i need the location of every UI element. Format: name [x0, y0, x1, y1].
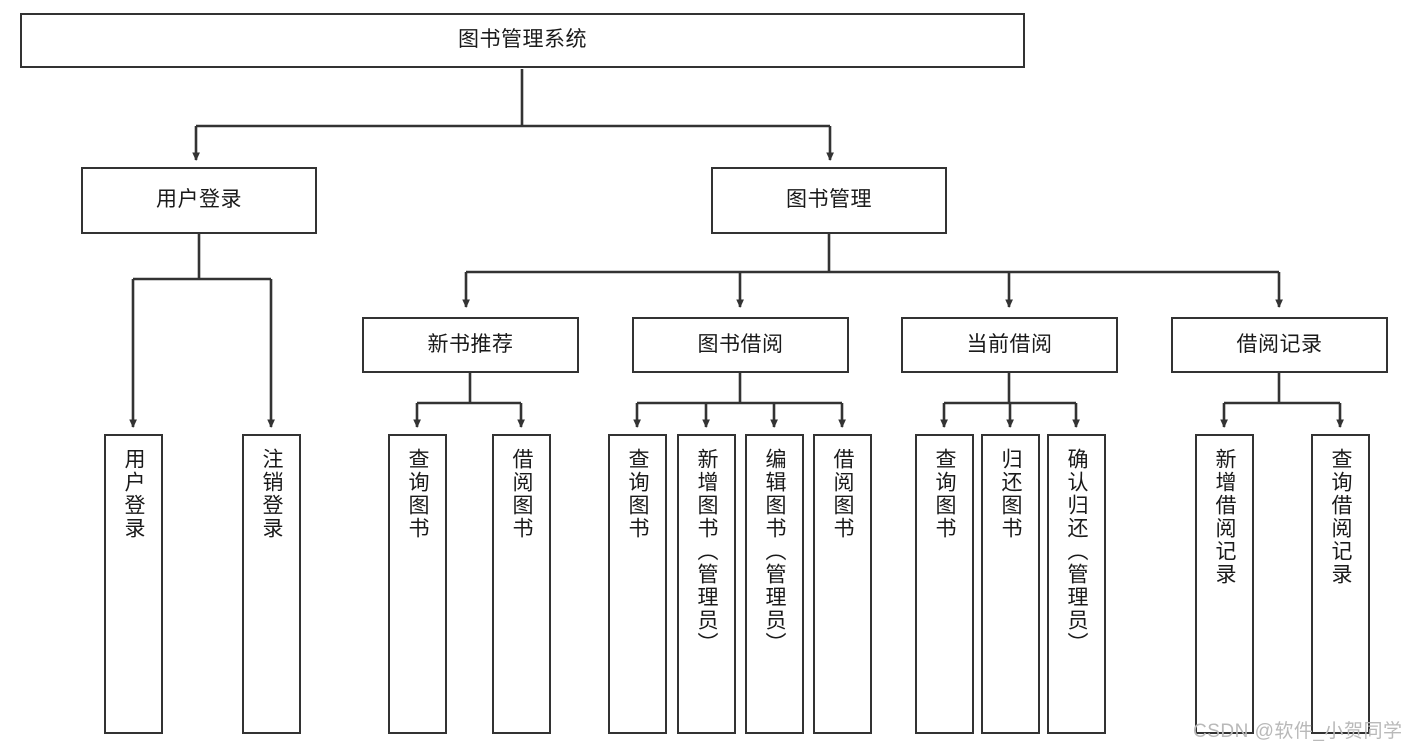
node-borrow-record[interactable]: 借阅记录	[1171, 317, 1388, 373]
node-leaf-record-add-label: 新增借阅记录	[1213, 448, 1236, 586]
node-leaf-recommend-query-book-label: 查询图书	[406, 448, 429, 540]
node-leaf-borrow-edit-book-label: 编辑图书（管理员）	[763, 448, 786, 655]
node-user-login[interactable]: 用户登录	[81, 167, 317, 234]
node-root[interactable]: 图书管理系统	[20, 13, 1025, 68]
node-borrow-record-label: 借阅记录	[1236, 332, 1323, 356]
node-leaf-borrow-query-book-label: 查询图书	[626, 448, 649, 540]
csdn-watermark: CSDN @软件_小贺同学	[1193, 721, 1403, 742]
node-book-manage-label: 图书管理	[786, 188, 872, 212]
node-leaf-user-login[interactable]: 用户登录	[104, 434, 163, 734]
node-leaf-borrow-edit-book[interactable]: 编辑图书（管理员）	[745, 434, 804, 734]
node-leaf-logout[interactable]: 注销登录	[242, 434, 301, 734]
node-leaf-borrow-borrow-book[interactable]: 借阅图书	[813, 434, 872, 734]
node-leaf-current-query-book-label: 查询图书	[933, 448, 956, 540]
node-leaf-borrow-add-book[interactable]: 新增图书（管理员）	[677, 434, 736, 734]
node-new-book-recommend[interactable]: 新书推荐	[362, 317, 579, 373]
node-user-login-label: 用户登录	[156, 188, 242, 212]
node-leaf-borrow-add-book-label: 新增图书（管理员）	[695, 448, 718, 655]
node-leaf-current-return-book[interactable]: 归还图书	[981, 434, 1040, 734]
node-leaf-current-return-book-label: 归还图书	[999, 448, 1022, 540]
node-leaf-borrow-query-book[interactable]: 查询图书	[608, 434, 667, 734]
node-book-borrow-label: 图书借阅	[697, 332, 784, 356]
node-leaf-recommend-borrow-book[interactable]: 借阅图书	[492, 434, 551, 734]
node-leaf-user-login-label: 用户登录	[122, 448, 145, 540]
node-root-label: 图书管理系统	[458, 28, 587, 52]
node-leaf-current-confirm-return[interactable]: 确认归还（管理员）	[1047, 434, 1106, 734]
node-leaf-record-query-label: 查询借阅记录	[1329, 448, 1352, 586]
node-new-book-recommend-label: 新书推荐	[427, 332, 514, 356]
node-leaf-current-confirm-return-label: 确认归还（管理员）	[1065, 448, 1088, 655]
node-leaf-record-query[interactable]: 查询借阅记录	[1311, 434, 1370, 734]
node-book-borrow[interactable]: 图书借阅	[632, 317, 849, 373]
node-leaf-borrow-borrow-book-label: 借阅图书	[831, 448, 854, 540]
node-current-borrow-label: 当前借阅	[966, 332, 1053, 356]
node-leaf-recommend-borrow-book-label: 借阅图书	[510, 448, 533, 540]
node-leaf-logout-label: 注销登录	[260, 448, 283, 540]
node-current-borrow[interactable]: 当前借阅	[901, 317, 1118, 373]
node-leaf-record-add[interactable]: 新增借阅记录	[1195, 434, 1254, 734]
node-leaf-current-query-book[interactable]: 查询图书	[915, 434, 974, 734]
node-book-manage[interactable]: 图书管理	[711, 167, 947, 234]
node-leaf-recommend-query-book[interactable]: 查询图书	[388, 434, 447, 734]
